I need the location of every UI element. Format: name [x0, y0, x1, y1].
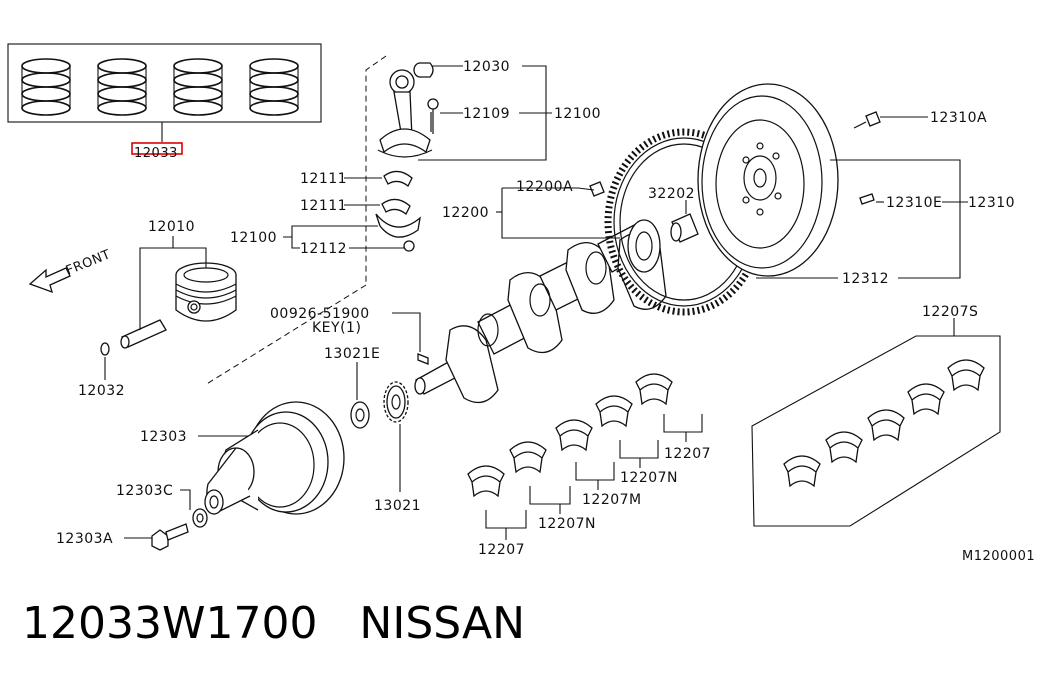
- crankshaft[interactable]: 12200A 12200 32202: [414, 179, 699, 404]
- label-12010: 12010: [148, 219, 195, 235]
- label-12207M: 12207M: [582, 492, 642, 508]
- piston-ring-stack: [97, 58, 147, 116]
- label-12200: 12200: [442, 205, 489, 221]
- connecting-rod-group[interactable]: 12030 12109 12100: [204, 55, 601, 386]
- label-12310: 12310: [968, 195, 1015, 211]
- label-12207N-a: 12207N: [538, 516, 596, 532]
- label-12310A: 12310A: [930, 110, 987, 126]
- label-12100-left: 12100: [230, 230, 277, 246]
- bearing-shell: [635, 373, 673, 406]
- bearing-shell: [467, 465, 505, 498]
- label-00926-51900: 00926-51900: [270, 306, 370, 322]
- piston-ring-set[interactable]: 12033: [7, 43, 322, 161]
- label-32202: 32202: [648, 186, 695, 202]
- bearing-shell: [825, 431, 863, 464]
- label-12207-b: 12207: [664, 446, 711, 462]
- part-number: 12033W1700: [22, 598, 318, 649]
- label-12032: 12032: [78, 383, 125, 399]
- bearing-shell: [867, 409, 905, 442]
- piston-ring-stack: [249, 58, 299, 116]
- front-arrow: FRONT: [28, 247, 113, 294]
- label-12100: 12100: [554, 106, 601, 122]
- bearing-shell: [595, 395, 633, 428]
- bearing-shell: [509, 441, 547, 474]
- label-12207N-b: 12207N: [620, 470, 678, 486]
- main-bearing-leaders: 12207 12207N 12207M 12207N 12207: [478, 414, 711, 558]
- flywheel[interactable]: 12310A 12310E 12310: [697, 83, 1015, 279]
- piston-ring-stack: [173, 58, 223, 116]
- label-12109: 12109: [463, 106, 510, 122]
- label-12112: 12112: [300, 241, 347, 257]
- bearing-shell: [783, 455, 821, 488]
- figure-code: M1200001: [962, 549, 1035, 564]
- bearing-shell: [555, 419, 593, 452]
- label-12200A: 12200A: [516, 179, 573, 195]
- label-12303: 12303: [140, 429, 187, 445]
- bearing-shell: [947, 359, 985, 392]
- label-12310E: 12310E: [886, 195, 942, 211]
- bearing-shell: [907, 383, 945, 416]
- brand-name: NISSAN: [359, 598, 526, 649]
- piston-ring-stack: [21, 58, 71, 116]
- rod-bearings[interactable]: 12111 12111 12100 12112: [230, 170, 421, 257]
- label-12207-a: 12207: [478, 542, 525, 558]
- front-label: FRONT: [64, 247, 113, 278]
- label-12312: 12312: [842, 271, 889, 287]
- part-caption: 12033W1700 NISSAN: [22, 598, 525, 649]
- main-bearing-set[interactable]: 12207S: [751, 304, 1001, 527]
- label-13021E: 13021E: [324, 346, 380, 362]
- main-bearings[interactable]: [467, 373, 673, 498]
- crank-front-parts[interactable]: 00926-51900 KEY(1) 13021E 13021 12303 12…: [56, 306, 429, 551]
- label-12207S: 12207S: [922, 304, 978, 320]
- label-13021: 13021: [374, 498, 421, 514]
- label-12111-b: 12111: [300, 198, 347, 214]
- label-12303C: 12303C: [116, 483, 173, 499]
- piston[interactable]: 12010 12032: [78, 219, 237, 399]
- highlight-box: [131, 142, 183, 155]
- label-12111-a: 12111: [300, 171, 347, 187]
- label-key: KEY(1): [312, 320, 361, 336]
- label-12033: 12033: [134, 146, 178, 161]
- parts-diagram: 12033 12030 12109 12100: [7, 43, 1035, 564]
- label-12030: 12030: [463, 59, 510, 75]
- label-12303A: 12303A: [56, 531, 113, 547]
